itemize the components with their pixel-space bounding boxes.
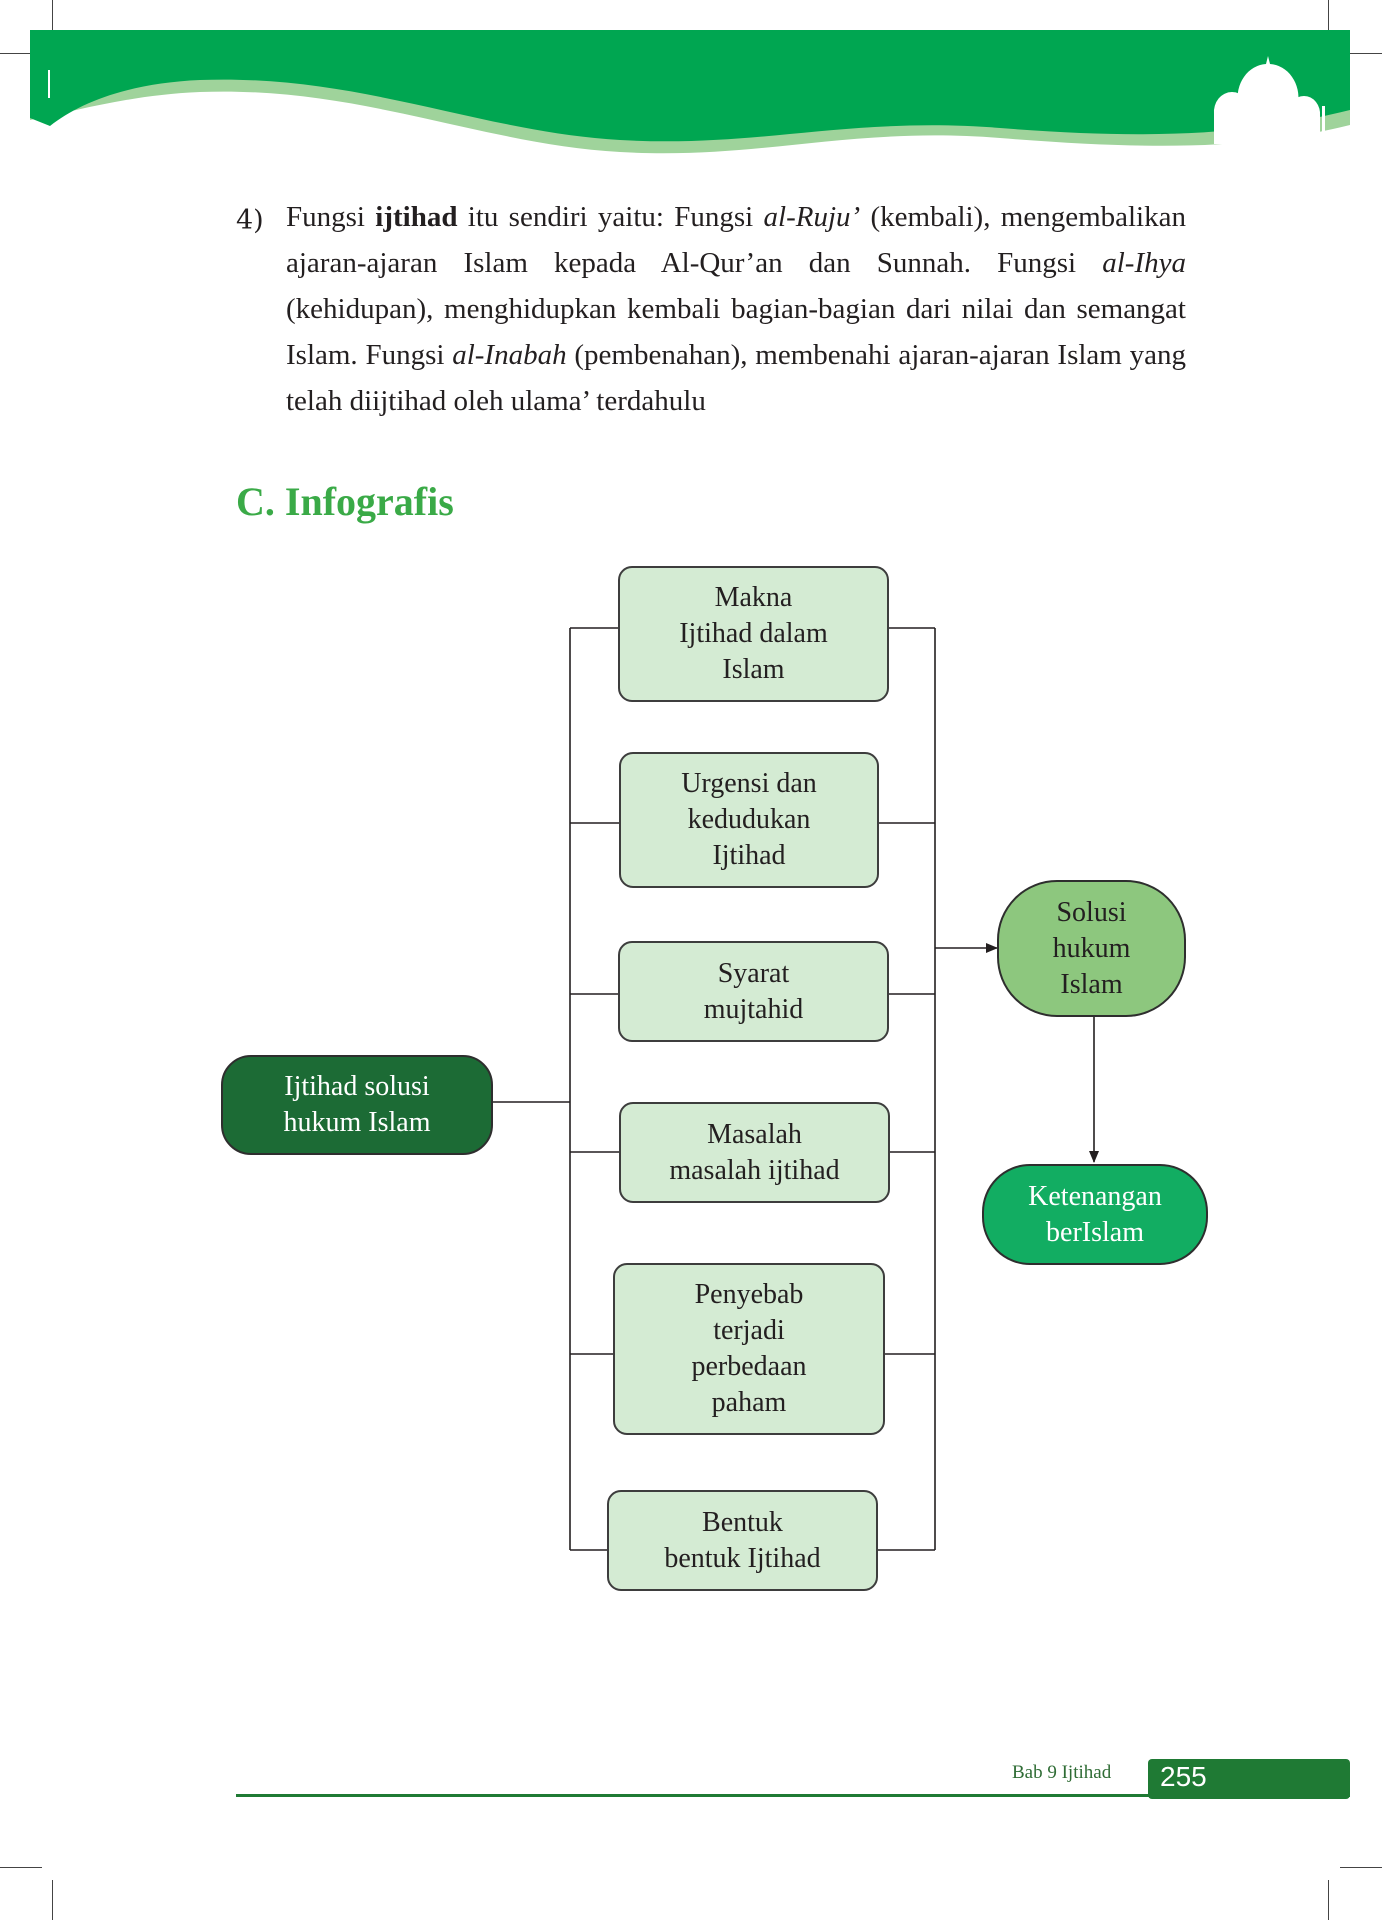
flowchart-topic-node: Urgensi dan kedudukan Ijtihad	[619, 752, 879, 888]
flowchart-root-node: Ijtihad solusi hukum Islam	[221, 1055, 493, 1155]
paragraph-text: itu sendiri yaitu: Fungsi	[457, 201, 764, 233]
mosque-icon	[1213, 56, 1325, 144]
footer-chapter-label: Bab 9 Ijtihad	[1012, 1762, 1112, 1783]
page-number-badge	[1148, 1759, 1350, 1799]
header-banner	[30, 30, 1350, 154]
page-number: 255	[1160, 1761, 1207, 1792]
crop-mark	[1340, 53, 1382, 54]
crop-mark	[0, 1867, 42, 1868]
crop-mark	[1328, 0, 1329, 30]
body-paragraph: Fungsi ijtihad itu sendiri yaitu: Fungsi…	[286, 194, 1186, 424]
crop-mark	[1328, 1880, 1329, 1920]
flowchart-result-node: Solusi hukum Islam	[997, 880, 1186, 1017]
paragraph-text: Fungsi	[286, 201, 376, 233]
flowchart-topic-node: Syarat mujtahid	[618, 941, 889, 1042]
paragraph-italic-term: al-Ruju’	[763, 201, 861, 233]
header-edge-mark	[48, 70, 50, 98]
paragraph-text: (kehidupan), menghidupkan kembali bagian…	[286, 293, 1186, 371]
crop-mark	[0, 53, 42, 54]
flowchart-topic-node: Penyebab terjadi perbedaan paham	[613, 1263, 885, 1435]
paragraph-bold-term: ijtihad	[375, 201, 458, 233]
crop-mark	[1340, 1867, 1382, 1868]
paragraph-text: (pembenahan), membenahi ajaran-ajaran Is…	[286, 339, 1186, 417]
header-wave	[30, 30, 1350, 142]
crop-mark	[52, 0, 53, 30]
paragraph-italic-term: al-Inabah	[452, 339, 567, 371]
paragraph-text: (kembali), mengembalikan ajaran-ajaran I…	[286, 201, 1186, 279]
flowchart-topic-node: Masalah masalah ijtihad	[619, 1102, 890, 1203]
flowchart-outcome-node: Ketenangan berIslam	[982, 1164, 1208, 1265]
crop-mark	[52, 1880, 53, 1920]
flowchart-topic-node: Makna Ijtihad dalam Islam	[618, 566, 889, 702]
paragraph-italic-term: al-Ihya	[1102, 247, 1186, 279]
list-item-number: 4)	[236, 205, 264, 236]
flowchart-topic-node: Bentuk bentuk Ijtihad	[607, 1490, 878, 1591]
footer-divider	[236, 1794, 1350, 1797]
section-heading: C. Infografis	[236, 479, 454, 524]
